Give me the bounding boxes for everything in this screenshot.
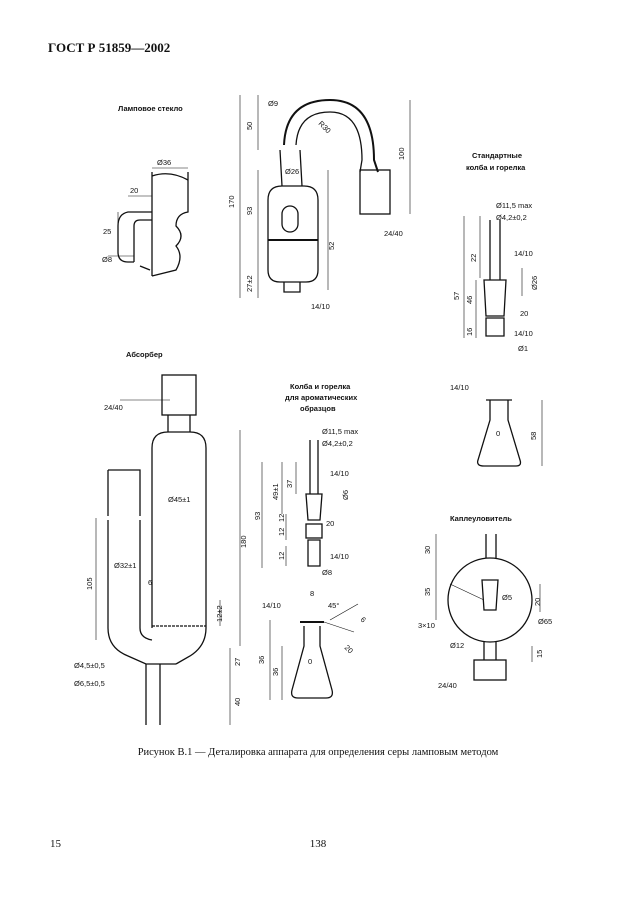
dim-abs-40: 40 — [233, 698, 242, 706]
dim-arom-d115: Ø11,5 max — [322, 427, 358, 436]
dim-abs-d65: Ø6,5±0,5 — [74, 679, 105, 688]
dim-std-57: 57 — [452, 292, 461, 300]
dim-std-1410a: 14/10 — [514, 249, 533, 258]
dim-arm-50: 50 — [245, 122, 254, 130]
dim-drop-30: 30 — [423, 546, 432, 554]
dim-angled-45: 45° — [328, 601, 339, 610]
dim-arom-12a: 12 — [277, 514, 286, 522]
dim-arom-37: 37 — [285, 480, 294, 488]
page-number-left: 15 — [50, 838, 61, 850]
dim-arom-s: 8 — [310, 589, 314, 598]
absorber-drawing: Абсорбер 24/40 Ø45±1 180 Ø32±1 6 105 12±… — [74, 350, 248, 725]
dim-arm-93: 93 — [245, 207, 254, 215]
dim-std-16: 16 — [465, 328, 474, 336]
dim-arom-12b: 12 — [277, 528, 286, 536]
dim-angled-1410: 14/10 — [262, 601, 281, 610]
dim-abs-2440: 24/40 — [104, 403, 123, 412]
dim-drop-d5: Ø5 — [502, 593, 512, 602]
dim-angled-36b: 36 — [271, 668, 280, 676]
dim-std-1410b: 14/10 — [514, 329, 533, 338]
label-aromatic-1: Колба и горелка — [290, 382, 351, 391]
dim-arm-1410: 14/10 — [311, 302, 330, 311]
label-lamp-glass: Ламповое стекло — [118, 104, 183, 113]
dim-arm-27: 27±2 — [245, 275, 254, 292]
dim-drop-d12: Ø12 — [450, 641, 464, 650]
lamp-glass-drawing: Ламповое стекло Ø36 20 25 Ø8 — [102, 104, 189, 277]
dim-small-58: 58 — [529, 432, 538, 440]
label-aromatic-3: образцов — [300, 404, 336, 413]
dim-abs-105: 105 — [85, 577, 94, 590]
label-standard-flask-2: колба и горелка — [466, 163, 526, 172]
standard-header: ГОСТ Р 51859—2002 — [48, 40, 171, 55]
dim-arom-12c: 12 — [277, 552, 286, 560]
dim-arm-2440: 24/40 — [384, 229, 403, 238]
apparatus-drawing: Ламповое стекло Ø36 20 25 Ø8 50 Ø9 R30 1… — [74, 95, 552, 725]
dim-drop-d65: Ø65 — [538, 617, 552, 626]
dim-abs-12: 12±2 — [215, 605, 224, 622]
dim-arom-49: 49±1 — [271, 483, 280, 500]
dim-arom-1410a: 14/10 — [330, 469, 349, 478]
dim-lamp-25: 25 — [103, 227, 111, 236]
dim-drop-2440: 24/40 — [438, 681, 457, 690]
dim-std-22: 22 — [469, 254, 478, 262]
dim-small-1410: 14/10 — [450, 383, 469, 392]
arm-drawing: 50 Ø9 R30 100 Ø26 170 93 52 27±2 24/40 1… — [227, 95, 411, 311]
dim-abs-27: 27 — [233, 658, 242, 666]
dim-arom-1410b: 14/10 — [330, 552, 349, 561]
dim-abs-d45: Ø45±1 — [168, 495, 190, 504]
label-aromatic-2: для ароматических — [285, 393, 358, 402]
label-absorber: Абсорбер — [126, 350, 163, 359]
page-number-center: 138 — [309, 838, 327, 850]
label-standard-flask-1: Стандартные — [472, 151, 522, 160]
dim-arm-170: 170 — [227, 195, 236, 208]
figure-caption: Рисунок В.1 — Деталировка аппарата для о… — [137, 747, 499, 758]
aromatic-flask-drawing: Колба и горелка для ароматических образц… — [253, 382, 358, 598]
dim-angled-20: 20 — [343, 643, 355, 655]
dim-abs-180: 180 — [239, 535, 248, 548]
small-flask-drawing: 14/10 0 58 — [450, 383, 543, 467]
dim-abs-6: 6 — [148, 578, 152, 587]
dim-angled-6: 6 — [359, 615, 368, 624]
dim-drop-3x10: 3×10 — [418, 621, 435, 630]
dim-std-d42: Ø4,2±0,2 — [496, 213, 527, 222]
dim-angled-36a: 36 — [257, 656, 266, 664]
dim-drop-35: 35 — [423, 588, 432, 596]
dim-std-46: 46 — [465, 296, 474, 304]
dim-arom-d6: Ø6 — [341, 490, 350, 500]
dim-std-d26: Ø26 — [530, 276, 539, 290]
dim-arom-d42: Ø4,2±0,2 — [322, 439, 353, 448]
dim-arm-r30: R30 — [317, 119, 333, 135]
dim-std-20: 20 — [520, 309, 528, 318]
flask-angled-mark: 0 — [308, 657, 312, 666]
dim-std-d115: Ø11,5 max — [496, 201, 532, 210]
dim-arom-20: 20 — [326, 519, 334, 528]
dim-abs-d32: Ø32±1 — [114, 561, 136, 570]
drop-catcher-drawing: Каплеуловитель 30 35 Ø5 20 Ø65 3×10 Ø12 … — [418, 514, 552, 690]
dim-abs-d45b: Ø4,5±0,5 — [74, 661, 105, 670]
label-drop-catcher: Каплеуловитель — [450, 514, 512, 523]
dim-lamp-d36: Ø36 — [157, 158, 171, 167]
dim-lamp-20: 20 — [130, 186, 138, 195]
dim-std-d1: Ø1 — [518, 344, 528, 353]
flask-small-mark: 0 — [496, 429, 500, 438]
dim-arm-d26: Ø26 — [285, 167, 299, 176]
dim-arm-52: 52 — [327, 242, 336, 250]
dim-drop-15: 15 — [535, 650, 544, 658]
dim-arm-100: 100 — [397, 147, 406, 160]
standard-flask-drawing: Стандартные колба и горелка Ø11,5 max Ø4… — [452, 151, 539, 353]
dim-arom-93: 93 — [253, 512, 262, 520]
dim-lamp-d8: Ø8 — [102, 255, 112, 264]
dim-arm-d9: Ø9 — [268, 99, 278, 108]
dim-arom-d8: Ø8 — [322, 568, 332, 577]
angled-flask-drawing: 14/10 45° 6 20 36 36 0 — [257, 601, 368, 700]
dim-drop-20: 20 — [533, 598, 542, 606]
